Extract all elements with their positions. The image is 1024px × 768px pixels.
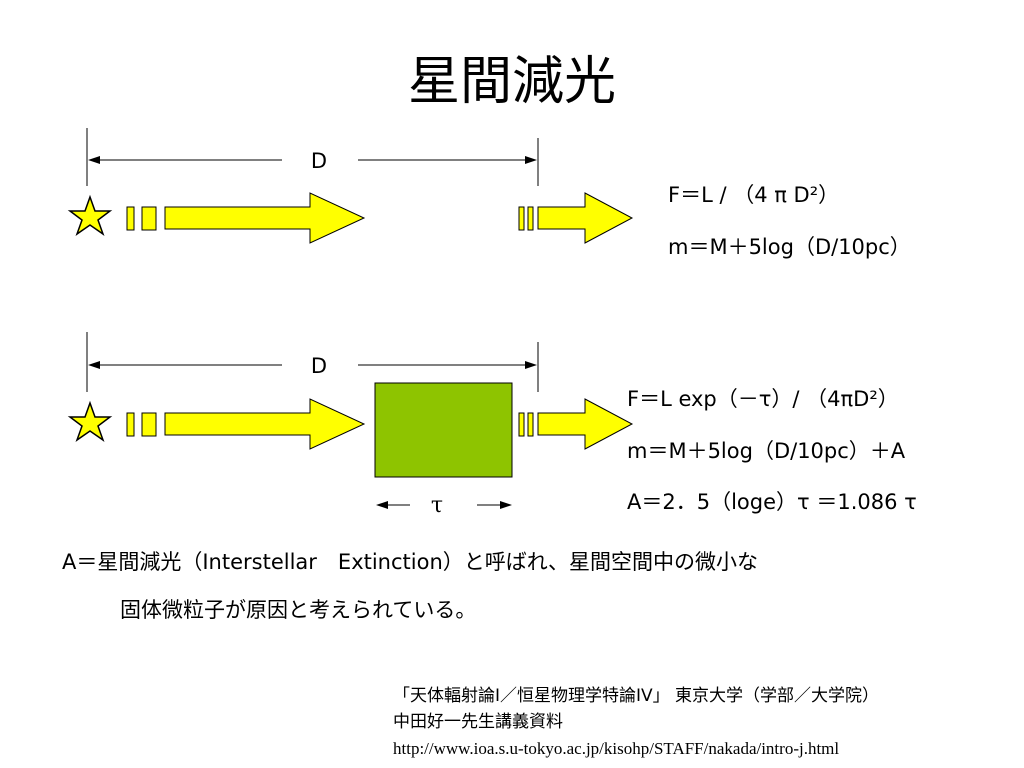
formula-bottom-magnitude: m＝M＋5log（D/10pc）＋A	[627, 439, 906, 463]
bottom-light-beam	[126, 398, 366, 450]
tau-label: τ	[431, 493, 443, 518]
formula-top-magnitude: m＝M＋5log（D/10pc）	[668, 235, 911, 259]
formula-top-flux: F＝L / （4 π D²）	[668, 183, 840, 207]
description-line-1: A＝星間減光（Interstellar Extinction）と呼ばれ、星間空間…	[62, 550, 758, 574]
bottom-distance-label: D	[311, 354, 327, 378]
top-star-icon	[67, 194, 113, 236]
credit-url: http://www.ioa.s.u-tokyo.ac.jp/kisohp/ST…	[393, 739, 840, 758]
bottom-distance-arrow	[88, 361, 537, 369]
top-distance-arrow	[88, 156, 537, 164]
top-diagram: D	[67, 128, 634, 244]
bottom-diagram: D τ	[67, 332, 634, 518]
description-line-2: 固体微粒子が原因と考えられている。	[120, 598, 477, 622]
interstellar-cloud	[374, 382, 513, 478]
credit-source: 「天体輻射論I／恒星物理学特論IV」 東京大学（学部／大学院）	[393, 686, 880, 706]
credit-author: 中田好一先生講義資料	[393, 712, 563, 732]
tau-width-arrow	[376, 501, 512, 509]
bottom-star-icon	[67, 400, 113, 442]
formula-extinction: A＝2．5（loge）τ ＝1.086 τ	[627, 490, 917, 514]
top-light-beam	[126, 192, 366, 244]
slide-title: 星間減光	[407, 52, 616, 112]
formula-bottom-flux: F＝L exp（－τ）/ （4πD²）	[627, 387, 899, 411]
top-distance-label: D	[311, 149, 327, 173]
top-outgoing-beam	[518, 192, 634, 244]
bottom-outgoing-beam	[518, 398, 634, 450]
